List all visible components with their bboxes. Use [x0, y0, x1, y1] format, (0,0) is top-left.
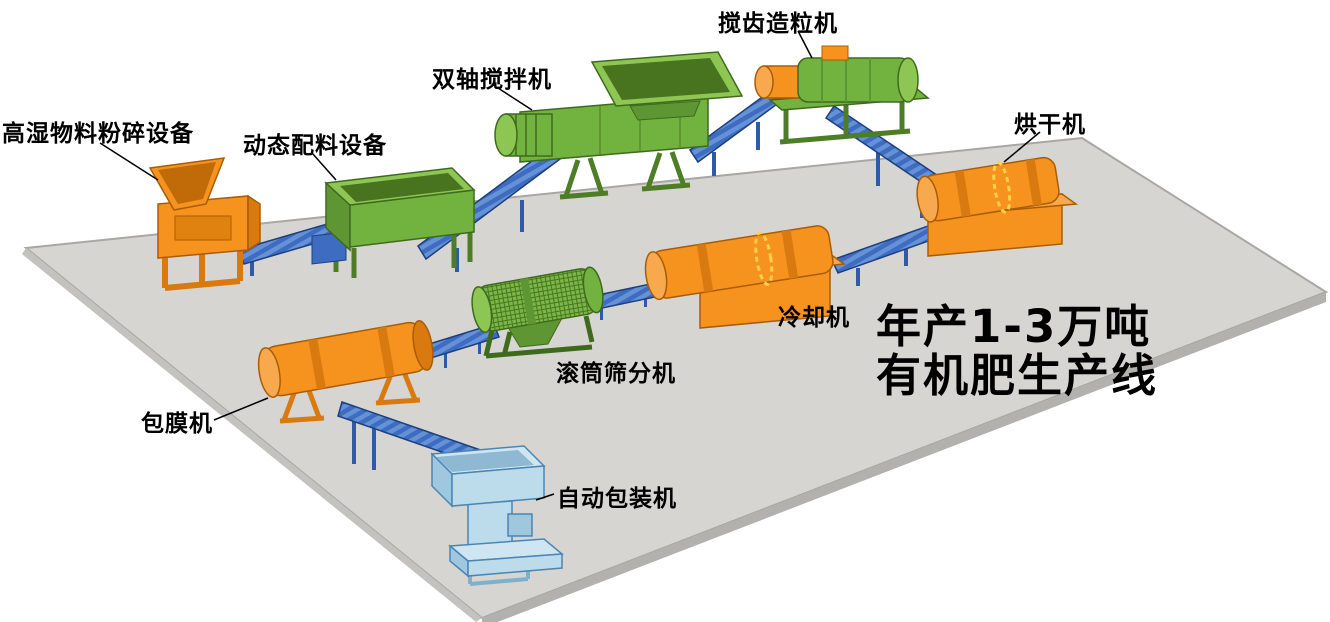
label-batching: 动态配料设备	[243, 133, 387, 159]
label-dryer: 烘干机	[1014, 112, 1086, 138]
label-cooler: 冷却机	[778, 305, 850, 331]
label-coater: 包膜机	[141, 411, 213, 437]
page-title: 年产1-3万吨 有机肥生产线	[876, 302, 1158, 400]
machine-dryer	[916, 156, 1079, 257]
callout-coater	[213, 397, 269, 421]
dryer-gear-ring	[992, 161, 1012, 214]
callout-batching	[311, 152, 337, 181]
callout-dryer	[1003, 131, 1041, 163]
callout-lines	[99, 30, 1041, 501]
label-crusher: 高湿物料粉碎设备	[2, 121, 194, 147]
platform	[22, 136, 1329, 622]
machine-packer	[430, 445, 564, 586]
page-title-line2: 有机肥生产线	[876, 349, 1159, 402]
callout-crusher	[99, 142, 159, 181]
machine-screener	[471, 266, 604, 359]
machine-cooler	[644, 225, 847, 329]
machine-granulator	[754, 45, 930, 145]
machine-batching	[311, 167, 476, 278]
cooler-gear-ring	[754, 231, 774, 286]
machine-coater	[257, 320, 434, 424]
label-screener: 滚筒筛分机	[556, 361, 676, 387]
machine-crusher	[148, 157, 261, 291]
label-mixer: 双轴搅拌机	[432, 67, 552, 93]
callout-mixer	[497, 87, 533, 111]
label-granulator: 搅齿造粒机	[718, 11, 838, 37]
callout-granulator	[797, 30, 813, 59]
callout-packer	[535, 493, 555, 501]
machine-mixer	[494, 51, 744, 200]
page-title-line1: 年产1-3万吨	[876, 300, 1152, 353]
label-packer: 自动包装机	[557, 486, 677, 512]
